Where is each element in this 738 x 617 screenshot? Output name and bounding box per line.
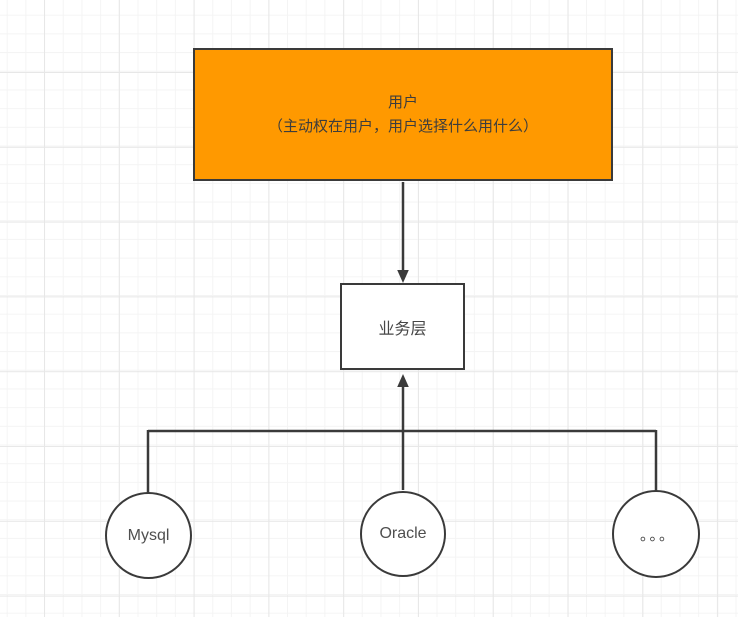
node-other-databases[interactable]: 。。。 xyxy=(612,490,700,578)
node-user-label: 用户 （主动权在用户，用户选择什么用什么） xyxy=(268,91,538,139)
edge-user-to-business[interactable] xyxy=(397,182,409,283)
node-user-label-line2: （主动权在用户，用户选择什么用什么） xyxy=(267,117,538,135)
arrowhead-down-icon xyxy=(397,270,409,283)
node-business-layer[interactable]: 业务层 xyxy=(340,283,465,370)
node-mysql-label: Mysql xyxy=(127,526,170,544)
node-oracle-label: Oracle xyxy=(379,525,427,542)
node-user[interactable]: 用户 （主动权在用户，用户选择什么用什么） xyxy=(193,48,613,181)
node-other-databases-label: 。。。 xyxy=(639,526,676,544)
node-mysql[interactable]: Mysql xyxy=(105,492,192,579)
node-oracle[interactable]: Oracle xyxy=(360,491,446,577)
node-business-layer-label: 业务层 xyxy=(378,320,427,338)
node-user-label-line1: 用户 xyxy=(387,93,418,111)
arrowhead-up-icon xyxy=(397,374,409,387)
edge-oracle-to-business[interactable] xyxy=(397,374,409,490)
